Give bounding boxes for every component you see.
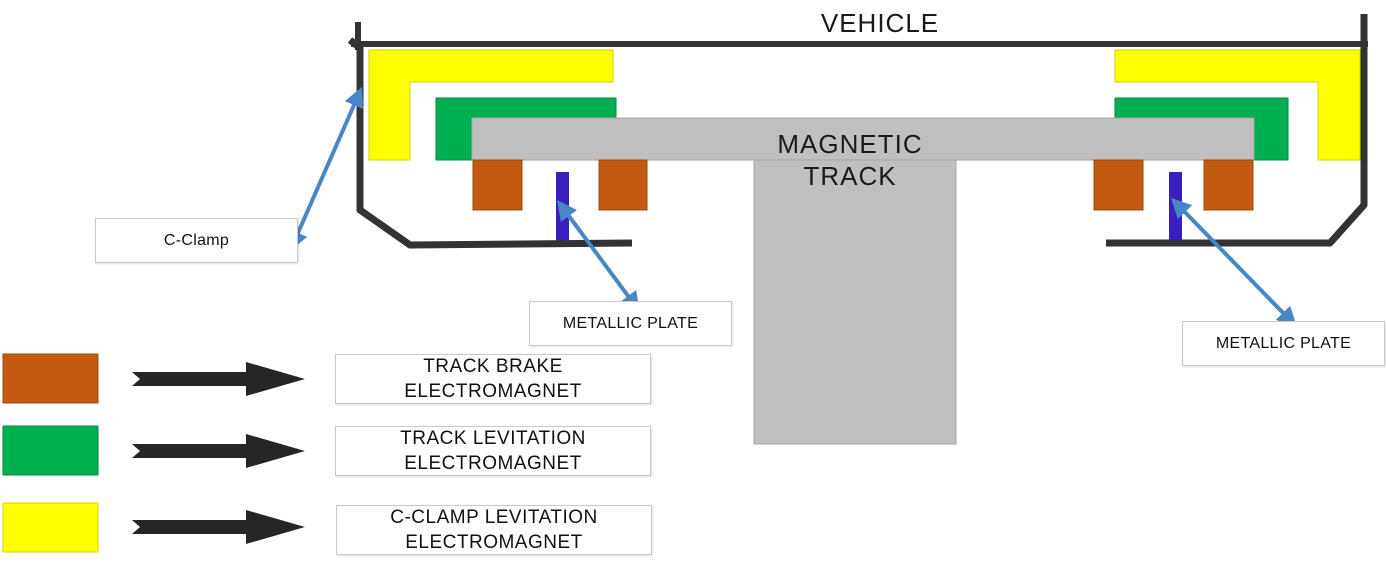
magnetic-track-stem — [753, 157, 957, 445]
magnetic-track-label-line2: TRACK — [803, 161, 897, 191]
magnetic-track-label: MAGNETIC TRACK — [740, 128, 960, 192]
legend-swatch-c-clamp-levitation — [2, 502, 99, 553]
legend-swatch-track-brake — [2, 353, 99, 404]
legend-label-track-brake-line1: TRACK BRAKE — [423, 356, 563, 377]
legend-label-c-clamp-levitation-line1: C-CLAMP LEVITATION — [390, 507, 598, 528]
legend-label-c-clamp-levitation-line2: ELECTROMAGNET — [405, 532, 583, 553]
metallic-plate-left-callout: METALLIC PLATE — [529, 301, 732, 346]
legend-label-track-brake: TRACK BRAKE ELECTROMAGNET — [335, 354, 651, 404]
legend-label-track-brake-line2: ELECTROMAGNET — [404, 381, 582, 402]
track-brake-magnet-left-inner — [598, 159, 648, 211]
legend-arrow-1 — [132, 362, 305, 396]
track-brake-magnet-right-inner — [1093, 159, 1144, 211]
metallic-plate-right-callout: METALLIC PLATE — [1182, 321, 1385, 366]
c-clamp-callout-arrow — [288, 86, 364, 252]
legend-label-track-levitation: TRACK LEVITATION ELECTROMAGNET — [335, 426, 651, 476]
magnetic-track-head-front — [471, 117, 1255, 161]
legend-label-track-levitation-line2: ELECTROMAGNET — [404, 453, 582, 474]
c-clamp-levitation-magnet-left — [368, 49, 614, 161]
legend-label-c-clamp-levitation: C-CLAMP LEVITATION ELECTROMAGNET — [336, 505, 652, 555]
vehicle-label: VEHICLE — [820, 8, 940, 38]
track-brake-magnet-right-outer — [1203, 159, 1254, 211]
c-clamp-callout: C-Clamp — [95, 218, 298, 263]
legend-swatch-track-levitation — [2, 425, 99, 476]
legend-label-track-levitation-line1: TRACK LEVITATION — [400, 428, 586, 449]
metallic-plate-left-callout-arrow — [557, 199, 640, 313]
c-clamp-levitation-magnet-right — [1114, 49, 1361, 161]
track-brake-magnet-left-outer — [472, 159, 523, 211]
magnetic-track-label-line1: MAGNETIC — [777, 129, 923, 159]
metallic-plate-right-callout-arrow — [1171, 197, 1297, 328]
legend-arrow-3 — [132, 510, 305, 544]
legend-arrow-2 — [132, 434, 305, 468]
metallic-plate-left — [556, 172, 569, 242]
